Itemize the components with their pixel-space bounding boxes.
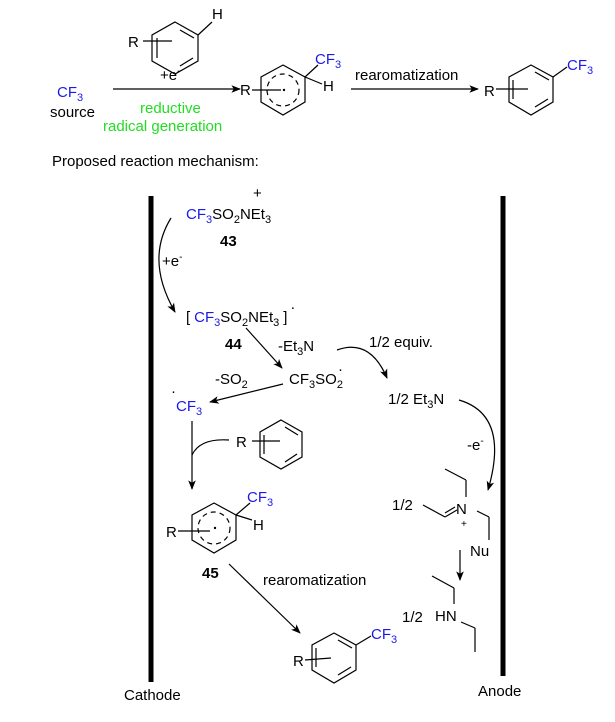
iminium-coefficient: 1/2 [392,497,413,514]
substrate-h-label: H [212,6,223,23]
iminium-ion: 1/2 N + Nu [392,468,490,560]
compound-45-h-label: H [253,517,264,534]
et3n-release-curved-arrow-icon [336,346,388,379]
svg-text:-e-: -e- [467,436,484,454]
mechanism-product: R CF3 [293,626,397,684]
mechanism-product-cf3: CF [371,626,391,643]
svg-text:CF3: CF3 [247,489,273,509]
svg-text:CF3: CF3 [567,57,593,77]
arene-attack-curve-icon [191,439,230,456]
intermediate-h-label: H [323,78,334,95]
sulfonyl-radical: CF [289,371,309,388]
mechanism-product-r-label: R [293,653,304,670]
step2-rearomatization-label: rearomatization [355,67,458,84]
compound-45-cf3: CF [247,489,267,506]
rearomatization-label: rearomatization [263,572,366,589]
benzene-ring-icon [508,64,554,116]
arene-r-label: R [236,434,247,451]
svg-text:-Et3N: -Et3N [278,338,314,358]
cf3-text: CF [57,84,77,101]
substrate-arene: R H [128,6,223,75]
svg-text:+e-: +e- [160,66,180,84]
product-cf3: CF [567,57,587,74]
cf3-source: CF3 source [50,84,95,121]
svg-text:-SO2: -SO2 [215,371,248,391]
svg-text:CF3: CF3 [371,626,397,646]
svg-text:CF3SO2NEt3: CF3SO2NEt3 [186,206,271,226]
loss-et3n-label: -Et [278,338,298,355]
compound-43: + CF3SO2NEt3 43 [186,185,271,250]
nucleophile-label: Nu [470,543,489,560]
compound-45-r-label: R [166,524,177,541]
amine-coefficient: 1/2 [402,609,423,626]
anode-label: Anode [478,683,521,700]
iminium-n: N [456,501,467,518]
step1-radical-generation-label: radical generation [103,118,222,135]
compound-43-label: 43 [220,233,237,250]
intermediate-cf3: CF [315,51,335,68]
svg-text:+e-: +e- [162,252,182,270]
diethylamine: 1/2 HN [402,575,476,652]
mechanism-title: Proposed reaction mechanism: [52,153,259,170]
half-equiv-label: 1/2 equiv. [369,334,433,351]
substrate-r-label: R [128,34,139,51]
arene-reactant: R [236,419,303,470]
radical-intermediate: R CF3 H [240,51,341,116]
source-label: source [50,104,95,121]
step2-arrow-group: rearomatization [351,67,479,93]
svg-text:CF3: CF3 [57,84,83,104]
fragmentation-arrow-icon [245,327,283,369]
svg-text:CF3SO2·: CF3SO2· [289,361,343,391]
cf3-radical: CF [176,398,196,415]
iminium-charge: + [461,519,467,530]
step1-reductive-label: reductive [140,100,201,117]
cathode-label: Cathode [124,687,181,704]
benzene-ring-icon [259,419,303,470]
positive-charge: + [253,185,262,202]
top-product: R CF3 [484,57,593,116]
half-et3n: 1/2 Et [388,391,428,408]
amine-hn: HN [435,608,457,625]
reduction-label: +e [162,253,179,270]
svg-text:[CF3SO2NEt3]·: [CF3SO2NEt3]· [186,299,295,329]
loss-so2-label: -SO [215,371,242,388]
cf3-subscript: 3 [77,92,83,104]
step1-electron-label: +e [160,67,177,84]
rearomatization-arrow-icon [228,563,301,634]
cf3-radical-dot: · [171,383,176,400]
svg-text:1/2 Et3N: 1/2 Et3N [388,391,444,411]
compound-45: R CF3 H 45 [166,489,273,582]
product-r-label: R [484,83,495,100]
compound-44: [CF3SO2NEt3]· 44 [186,299,295,353]
reduction-curved-arrow-icon [158,217,176,313]
oxidation-curved-arrow-icon [458,399,496,491]
intermediate-r-label: R [240,82,251,99]
svg-text:CF3: CF3 [176,398,202,418]
compound-44-label: 44 [225,336,242,353]
compound-45-label: 45 [202,565,219,582]
benzene-ring-icon [311,632,357,684]
svg-text:CF3: CF3 [315,51,341,71]
oxidation-label: -e [467,437,480,454]
step1-arrow-group: +e- reductive radical generation [103,66,241,135]
desulfonylation-arrow-icon [209,383,284,404]
